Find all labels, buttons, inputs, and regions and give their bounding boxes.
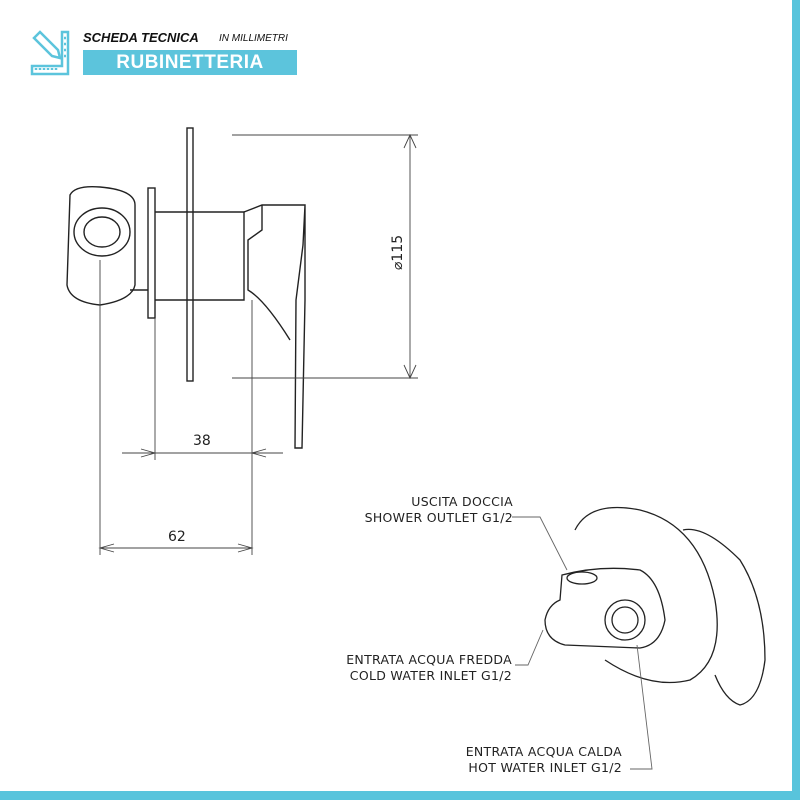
dimension-diameter: ⌀115 (390, 235, 406, 270)
side-view (66, 127, 306, 449)
callout-hot-inlet-en: HOT WATER INLET G1/2 (468, 760, 622, 775)
dimension-lines (98, 133, 418, 555)
callout-hot-inlet-it: ENTRATA ACQUA CALDA (466, 744, 622, 759)
header-category: RUBINETTERIA (83, 50, 297, 75)
callout-cold-inlet-en: COLD WATER INLET G1/2 (350, 668, 512, 683)
dimension-38: 38 (193, 433, 211, 449)
frame-border-bottom (0, 791, 800, 800)
callout-shower-outlet-it: USCITA DOCCIA (411, 494, 513, 509)
dimension-62: 62 (168, 529, 186, 545)
pencil-ruler-icon (30, 30, 70, 76)
frame-border-right (792, 0, 800, 800)
header-subtitle: IN MILLIMETRI (219, 33, 288, 44)
callout-shower-outlet-en: SHOWER OUTLET G1/2 (365, 510, 513, 525)
isometric-view (544, 506, 766, 706)
callout-leaders (512, 516, 653, 770)
header-title: SCHEDA TECNICA (83, 30, 199, 45)
callout-cold-inlet-it: ENTRATA ACQUA FREDDA (346, 652, 512, 667)
